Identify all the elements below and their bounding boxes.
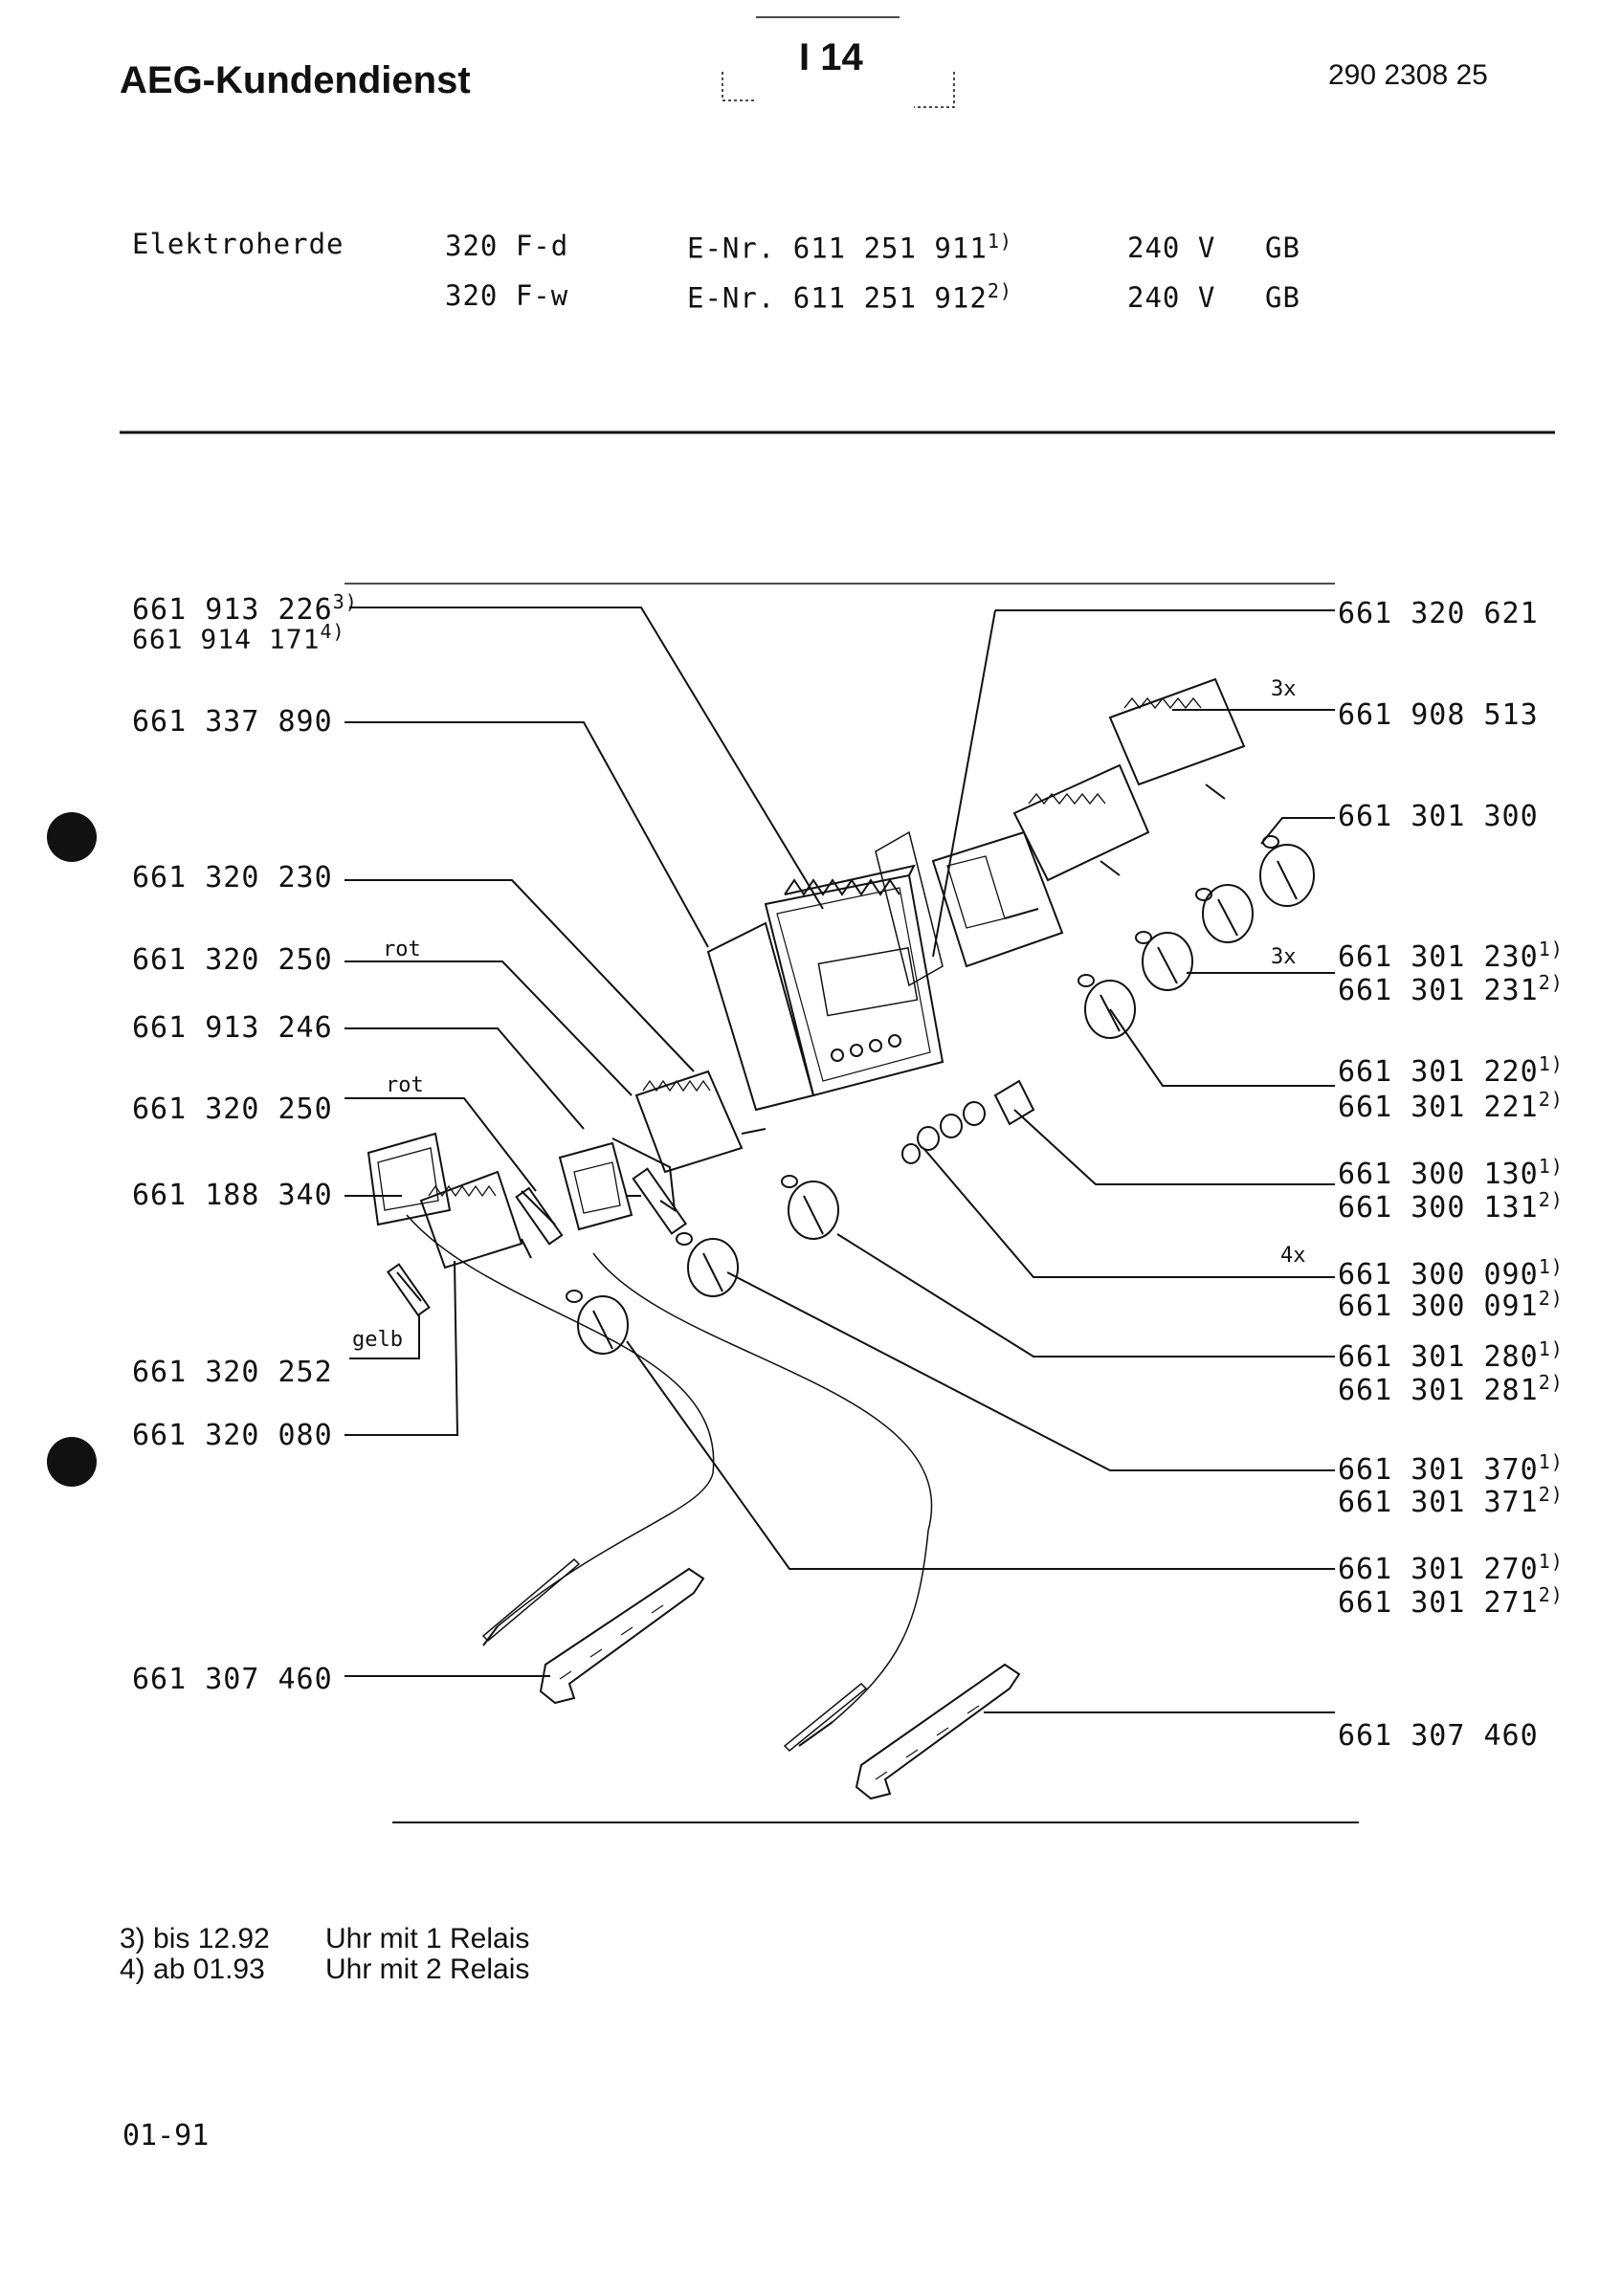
part-label-left: 661 320 252 [132, 1356, 333, 1389]
part-label-right: 661 301 2312) [1338, 971, 1564, 1007]
model-1: 320 F-d [445, 230, 569, 262]
page-id: I 14 [799, 36, 863, 78]
part-label-left: 661 337 890 [132, 705, 333, 739]
footnote-text: Uhr mit 1 Relais [325, 1923, 530, 1954]
wire-label-rot: rot [386, 1073, 424, 1097]
footnote-text: Uhr mit 2 Relais [325, 1954, 530, 1985]
voltage-1: 240 V [1127, 232, 1216, 264]
wire-label-gelb: gelb [352, 1328, 403, 1352]
part-label-left: 661 307 460 [132, 1663, 333, 1696]
enr-1: E-Nr. 611 251 9111) [687, 230, 1012, 265]
enr-2: E-Nr. 611 251 9122) [687, 279, 1012, 315]
country-2: GB [1265, 281, 1300, 314]
part-label-right: 661 301 2201) [1338, 1052, 1564, 1089]
part-label-right: 661 908 513 [1338, 698, 1539, 732]
part-label-right: 661 301 2801) [1338, 1337, 1564, 1374]
part-label-right: 661 301 2301) [1338, 938, 1564, 974]
part-label-left: 661 914 1714) [132, 620, 345, 655]
model-2: 320 F-w [445, 279, 569, 312]
part-label-left: 661 913 2263) [132, 590, 358, 627]
part-label-right: 661 307 460 [1338, 1719, 1539, 1753]
part-label-left: 661 188 340 [132, 1179, 333, 1212]
part-label-right: 661 301 2701) [1338, 1550, 1564, 1586]
part-label-right: 661 301 3701) [1338, 1450, 1564, 1487]
part-label-right: 661 300 0912) [1338, 1287, 1564, 1323]
part-label-left: 661 320 080 [132, 1419, 333, 1452]
part-label-right: 661 301 2812) [1338, 1371, 1564, 1407]
country-1: GB [1265, 232, 1300, 264]
part-label-right: 661 320 621 [1338, 597, 1539, 630]
part-label-right: 661 300 0901) [1338, 1255, 1564, 1292]
quantity-label: 3x [1271, 677, 1297, 701]
part-label-right: 661 300 1312) [1338, 1188, 1564, 1225]
part-label-right: 661 301 2712) [1338, 1583, 1564, 1620]
date-code: 01-91 [122, 2119, 210, 2152]
brand-title: AEG-Kundendienst [120, 59, 471, 101]
quantity-label: 4x [1280, 1244, 1306, 1268]
quantity-label: 3x [1271, 945, 1297, 969]
footnote-mark: 4) ab 01.93 [120, 1954, 265, 1985]
product-name: Elektroherde [132, 228, 344, 260]
part-label-right: 661 301 2212) [1338, 1088, 1564, 1124]
part-label-right: 661 300 1301) [1338, 1155, 1564, 1191]
part-label-right: 661 301 3712) [1338, 1483, 1564, 1519]
part-label-right: 661 301 300 [1338, 800, 1539, 833]
wire-label-rot: rot [383, 938, 421, 961]
part-label-left: 661 320 250 [132, 1093, 333, 1126]
part-label-left: 661 913 246 [132, 1011, 333, 1045]
document-number: 290 2308 25 [1328, 59, 1488, 91]
part-label-left: 661 320 230 [132, 861, 333, 894]
part-label-left: 661 320 250 [132, 943, 333, 977]
footnote-mark: 3) bis 12.92 [120, 1923, 270, 1954]
voltage-2: 240 V [1127, 281, 1216, 314]
